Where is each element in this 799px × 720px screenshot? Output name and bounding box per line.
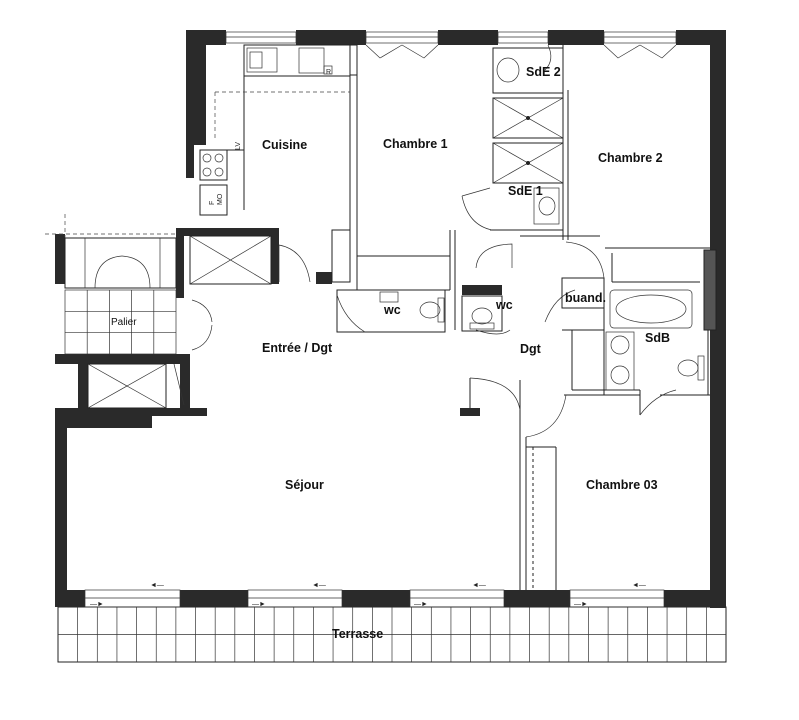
room-labels: Cuisine Chambre 1 Chambre 2 SdE 2 SdE 1 …	[111, 65, 670, 641]
doors	[173, 187, 677, 438]
elevator-shafts	[87, 235, 272, 409]
label-chambre-1: Chambre 1	[383, 137, 448, 151]
label-mo: MO	[217, 193, 224, 205]
label-terrasse: Terrasse	[332, 627, 383, 641]
label-palier: Palier	[111, 317, 137, 328]
svg-text:—►: —►	[574, 601, 588, 608]
svg-text:◄—: ◄—	[472, 582, 486, 589]
label-lv: LV	[235, 142, 242, 150]
label-cuisine: Cuisine	[262, 138, 307, 152]
label-wc-2: wc	[495, 298, 513, 312]
label-dgt: Dgt	[520, 342, 542, 356]
label-sde-1: SdE 1	[508, 184, 543, 198]
terrace-deck	[57, 606, 727, 663]
label-chambre-03: Chambre 03	[586, 478, 658, 492]
top-windows	[225, 31, 677, 71]
label-sdb: SdB	[645, 331, 670, 345]
label-sejour: Séjour	[285, 478, 324, 492]
svg-text:◄—: ◄—	[150, 582, 164, 589]
label-refrigerator: R	[326, 69, 331, 76]
showers	[492, 97, 564, 184]
outer-walls	[55, 30, 726, 608]
label-buanderie: buand.	[565, 291, 606, 305]
svg-text:◄—: ◄—	[632, 582, 646, 589]
label-chambre-2: Chambre 2	[598, 151, 663, 165]
fixtures	[202, 47, 705, 391]
label-sde-2: SdE 2	[526, 65, 561, 79]
interior-walls	[199, 44, 710, 590]
bottom-windows: ◄— ◄— ◄— ◄— —► —► —► —►	[84, 582, 665, 608]
label-entree-dgt: Entrée / Dgt	[262, 341, 333, 355]
landing-tiles	[45, 214, 177, 355]
label-wc-1: wc	[383, 303, 401, 317]
svg-text:—►: —►	[90, 601, 104, 608]
svg-text:—►: —►	[414, 601, 428, 608]
label-f: F	[209, 201, 216, 205]
svg-text:◄—: ◄—	[312, 582, 326, 589]
svg-text:—►: —►	[252, 601, 266, 608]
